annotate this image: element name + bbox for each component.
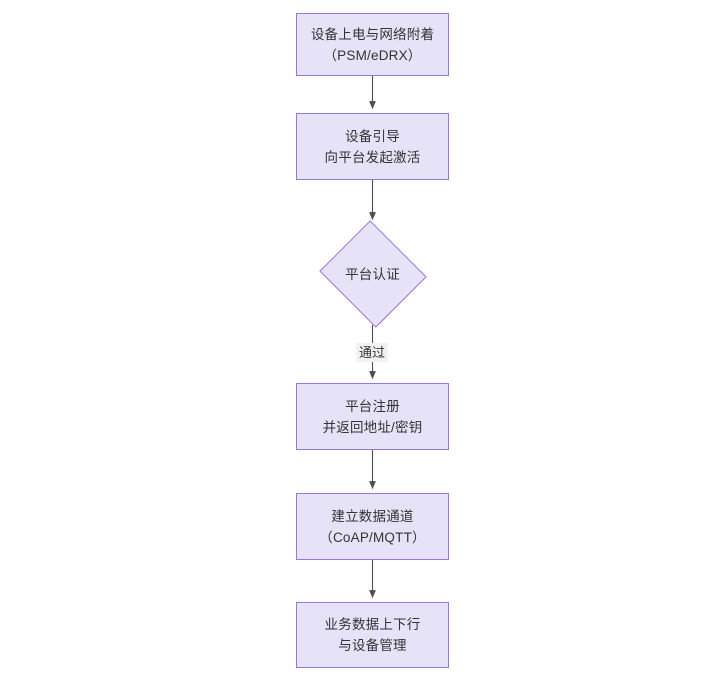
node-data-management-line2: 与设备管理 xyxy=(338,638,407,653)
node-bootstrap-line1: 设备引导 xyxy=(345,128,400,144)
node-platform-register-line1: 平台注册 xyxy=(345,398,400,414)
node-data-channel[interactable]: 建立数据通道 （CoAP/MQTT） xyxy=(296,493,449,560)
node-platform-register[interactable]: 平台注册 并返回地址/密钥 xyxy=(296,383,449,450)
node-power-on-line1: 设备上电与网络附着 xyxy=(310,26,435,42)
node-data-management[interactable]: 业务数据上下行 与设备管理 xyxy=(296,602,449,668)
node-data-management-line1: 业务数据上下行 xyxy=(324,617,421,632)
node-platform-auth[interactable]: 平台认证 xyxy=(316,220,429,328)
node-power-on-line2: （PSM/eDRX） xyxy=(323,47,422,63)
node-data-channel-line1: 建立数据通道 xyxy=(331,508,414,524)
node-power-on[interactable]: 设备上电与网络附着 （PSM/eDRX） xyxy=(296,13,449,76)
node-platform-register-line2: 并返回地址/密钥 xyxy=(322,419,423,435)
edge-label-auth-pass-text: 通过 xyxy=(359,345,386,360)
node-platform-auth-label: 平台认证 xyxy=(345,266,400,282)
node-data-channel-line2: （CoAP/MQTT） xyxy=(319,529,426,545)
node-bootstrap[interactable]: 设备引导 向平台发起激活 xyxy=(296,113,449,180)
node-bootstrap-line2: 向平台发起激活 xyxy=(324,149,421,165)
edge-label-auth-pass: 通过 xyxy=(356,343,389,362)
